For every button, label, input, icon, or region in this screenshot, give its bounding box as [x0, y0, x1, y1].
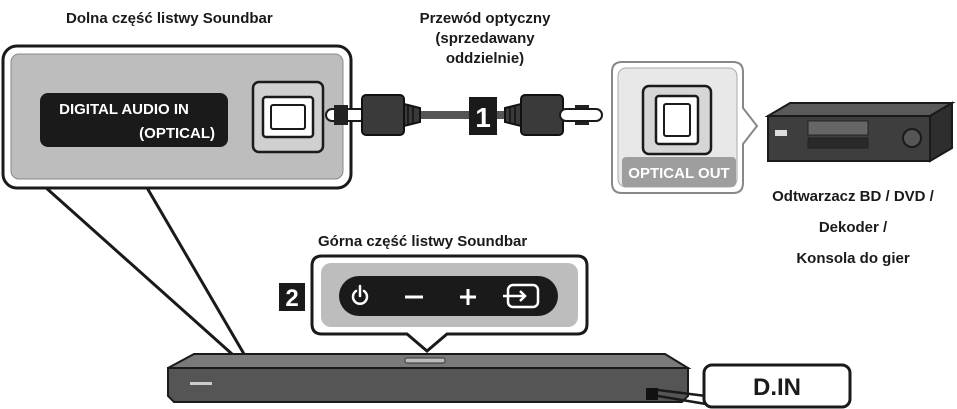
callout-lines — [43, 184, 246, 356]
optical-cable-label-line2: (sprzedawany — [435, 30, 535, 47]
source-device-label-line1: Odtwarzacz BD / DVD / — [772, 188, 934, 205]
digital-audio-in-line1: DIGITAL AUDIO IN — [59, 101, 189, 118]
digital-audio-in-label: DIGITAL AUDIO IN (OPTICAL) — [40, 93, 228, 147]
digital-audio-in-line2: (OPTICAL) — [139, 125, 215, 142]
optical-out-label: OPTICAL OUT — [622, 157, 736, 187]
source-device-label: Odtwarzacz BD / DVD / Dekoder / Konsola … — [748, 181, 957, 274]
source-icon — [503, 283, 540, 309]
optical-cable-label-line3: oddzielnie) — [445, 50, 525, 67]
optical-out-port — [641, 84, 713, 156]
power-icon — [351, 284, 369, 305]
top-controls — [339, 276, 558, 316]
soundbar-top-label: Górna część listwy Soundbar — [318, 233, 528, 250]
optical-cable-label: Przewód optyczny (sprzedawany oddzielnie… — [380, 9, 590, 69]
source-device-label-line3: Konsola do gier — [796, 250, 910, 267]
optical-cable — [325, 94, 603, 136]
step-2-number: 2 — [285, 285, 298, 312]
soundbar — [167, 353, 692, 403]
display-callout: D.IN — [657, 363, 852, 409]
source-device-label-line2: Dekoder / — [818, 219, 888, 236]
step-1-number: 1 — [475, 102, 491, 133]
step-2-badge: 2 — [279, 283, 305, 312]
optical-in-port — [251, 80, 325, 154]
optical-cable-label-line1: Przewód optyczny — [419, 10, 551, 27]
soundbar-bottom-label: Dolna część listwy Soundbar — [66, 10, 273, 27]
volume-up-icon — [460, 289, 476, 305]
optical-out-text: OPTICAL OUT — [628, 165, 729, 182]
bd-dvd-player-icon — [764, 101, 956, 163]
display-text: D.IN — [753, 374, 801, 401]
step-1-badge: 1 — [469, 97, 497, 135]
